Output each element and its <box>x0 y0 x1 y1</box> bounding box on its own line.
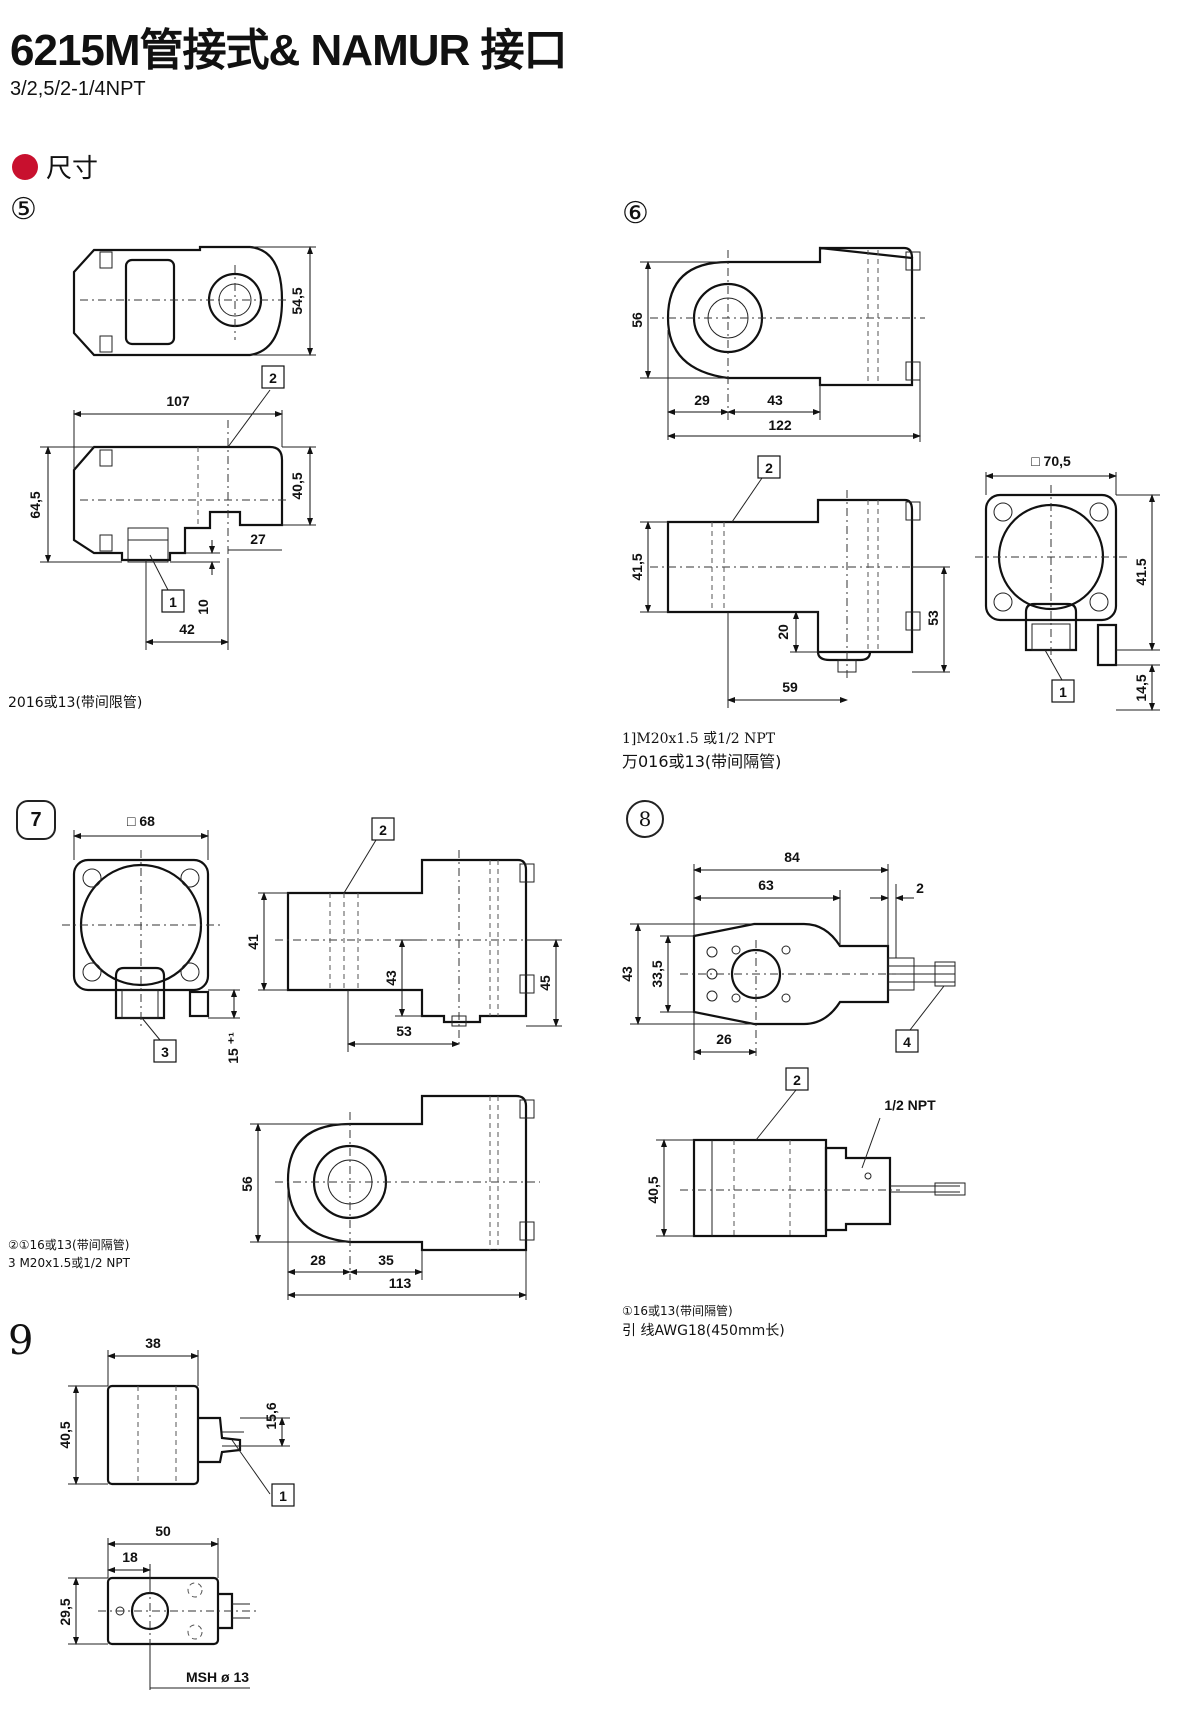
figure-8-side-view: 40,5 1/2 NPT 2 <box>645 1067 966 1238</box>
figure-6-end-view: □ 70,5 41.5 14,5 1 <box>975 453 1160 711</box>
dim-41-5-end: 41.5 <box>1133 558 1149 585</box>
dim-53: 53 <box>925 610 941 626</box>
callout-1: 1 <box>1059 684 1067 700</box>
dim-33-5: 33,5 <box>649 960 665 987</box>
dim-10: 10 <box>195 599 211 615</box>
dim-20: 20 <box>775 624 791 640</box>
dim-113: 113 <box>389 1275 412 1291</box>
dim-2: 2 <box>916 880 924 896</box>
figure-5-number: ⑤ <box>10 192 37 227</box>
figure-8-number: 8 <box>626 800 664 838</box>
figure-9-number: 9 <box>8 1318 34 1364</box>
figure-7-number: 7 <box>16 800 56 840</box>
section-heading: 尺寸 <box>12 148 98 185</box>
figure-8-note-2: 引 线AWG18(450mm长) <box>622 1323 785 1339</box>
callout-2: 2 <box>379 822 387 838</box>
dim-26: 26 <box>716 1031 732 1047</box>
figure-8-note-1: ①16或13(带间隔管) <box>622 1304 733 1318</box>
callout-2: 2 <box>765 460 773 476</box>
dim-15-6: 15,6 <box>263 1402 279 1429</box>
callout-1: 1 <box>169 594 177 610</box>
figure-6-number: ⑥ <box>622 196 649 231</box>
figure-6-top-view: 56 29 43 122 <box>629 246 925 442</box>
dim-63: 63 <box>758 877 774 893</box>
figure-5-note: 2016或13(带间限管) <box>8 695 143 711</box>
figure-9-side-view: 38 15,6 40,5 1 <box>57 1335 295 1507</box>
figure-6-side-view: 41,5 20 53 59 2 <box>629 455 950 708</box>
dim-29: 29 <box>694 392 710 408</box>
dim-40-5: 40,5 <box>645 1176 661 1203</box>
figure-7-top-view: 56 28 35 113 <box>239 1094 540 1300</box>
dim-18: 18 <box>122 1549 138 1565</box>
dim-msh-13: MSH ø 13 <box>186 1669 249 1685</box>
dim-42: 42 <box>179 621 195 637</box>
page-title: 6215M管接式& NAMUR 接口 <box>10 26 568 75</box>
dim-122: 122 <box>768 417 792 433</box>
figure-8-front-view: 84 63 2 43 33,5 26 4 <box>619 849 956 1060</box>
figure-7-note-2: 3 M20x1.5或1/2 NPT <box>8 1256 130 1270</box>
dim-59: 59 <box>782 679 798 695</box>
dim-14-5: 14,5 <box>1133 674 1149 701</box>
section-label: 尺寸 <box>46 154 99 184</box>
callout-2: 2 <box>793 1072 801 1088</box>
dim-27: 27 <box>250 531 266 547</box>
bullet-dot-icon <box>12 153 38 180</box>
dim-56: 56 <box>629 312 645 328</box>
dim-35: 35 <box>378 1252 394 1268</box>
figure-5-side-view: 107 64,5 40,5 27 10 42 2 1 <box>27 365 316 650</box>
dim-40-5: 40,5 <box>57 1421 73 1448</box>
dim-half-npt: 1/2 NPT <box>884 1097 936 1113</box>
dim-41-5: 41,5 <box>629 553 645 580</box>
callout-1: 1 <box>279 1488 287 1504</box>
dim-38: 38 <box>145 1335 161 1351</box>
figure-6-note-2: 万016或13(带间隔管) <box>622 752 782 771</box>
dim-84: 84 <box>784 849 800 865</box>
dim-40-5: 40,5 <box>289 472 305 499</box>
page-subtitle: 3/2,5/2-1/4NPT <box>10 78 146 100</box>
figure-7-end-view: □ 68 15 ⁺¹ 3 <box>62 813 241 1064</box>
figure-9-front-view: 50 18 29,5 MSH ø 13 <box>57 1523 260 1690</box>
callout-3: 3 <box>161 1044 169 1060</box>
dim-54-5: 54,5 <box>289 287 305 314</box>
dim-43: 43 <box>767 392 783 408</box>
dim-56: 56 <box>239 1176 255 1192</box>
figure-7-note-1: ②①16或13(带间隔管) <box>8 1238 130 1252</box>
dim-53: 53 <box>396 1023 412 1039</box>
dim-45: 45 <box>537 975 553 991</box>
dim-28: 28 <box>310 1252 326 1268</box>
dim-29-5: 29,5 <box>57 1598 73 1625</box>
dim-107: 107 <box>166 393 190 409</box>
figure-6-note-1: 1]M20x1.5 或1/2 NPT <box>622 731 776 747</box>
dim-square-70-5: □ 70,5 <box>1031 453 1071 469</box>
dim-square-68: □ 68 <box>127 813 155 829</box>
dim-43: 43 <box>619 966 635 982</box>
callout-2: 2 <box>269 370 277 386</box>
figure-5-top-view: 54,5 <box>72 245 316 357</box>
dim-15-plus-1: 15 ⁺¹ <box>225 1032 241 1064</box>
figure-7-side-view: 41 43 45 53 2 <box>245 817 562 1052</box>
callout-4: 4 <box>903 1034 911 1050</box>
dim-41: 41 <box>245 934 261 950</box>
dim-64-5: 64,5 <box>27 491 43 518</box>
dim-43: 43 <box>383 970 399 986</box>
dim-50: 50 <box>155 1523 171 1539</box>
